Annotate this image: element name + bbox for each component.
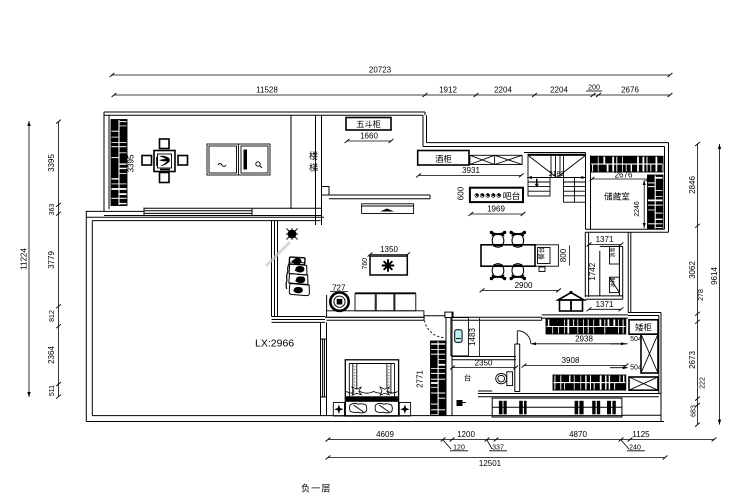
svg-text:2246: 2246 <box>634 201 641 217</box>
svg-text:2676: 2676 <box>621 86 639 95</box>
svg-text:2846: 2846 <box>688 176 697 194</box>
svg-text:矮柜: 矮柜 <box>635 322 652 332</box>
svg-text:梯: 梯 <box>309 162 318 173</box>
svg-text:2900: 2900 <box>515 281 533 290</box>
svg-text:吧台: 吧台 <box>503 190 521 201</box>
svg-text:2204: 2204 <box>494 86 512 95</box>
svg-text:1742: 1742 <box>588 262 597 280</box>
svg-text:2938: 2938 <box>575 334 593 343</box>
svg-text:负一层: 负一层 <box>301 483 332 494</box>
svg-text:消毒: 消毒 <box>610 247 617 257</box>
svg-text:11528: 11528 <box>256 86 278 95</box>
svg-text:3062: 3062 <box>688 261 697 279</box>
svg-text:9614: 9614 <box>710 267 719 285</box>
svg-text:2182: 2182 <box>549 171 565 178</box>
svg-text:2364: 2364 <box>47 346 56 364</box>
svg-text:餐台: 餐台 <box>537 247 546 260</box>
svg-text:2676: 2676 <box>615 170 633 179</box>
svg-text:4609: 4609 <box>376 430 394 439</box>
svg-text:120: 120 <box>453 445 465 452</box>
svg-text:台: 台 <box>464 373 472 383</box>
svg-text:363: 363 <box>49 204 56 216</box>
svg-text:储藏室: 储藏室 <box>604 190 630 201</box>
svg-text:冰箱: 冰箱 <box>610 277 617 287</box>
svg-text:200: 200 <box>588 85 600 92</box>
svg-text:3931: 3931 <box>462 166 480 175</box>
svg-text:1912: 1912 <box>439 86 457 95</box>
svg-text:3908: 3908 <box>562 356 580 365</box>
svg-text:504: 504 <box>630 365 642 372</box>
svg-text:1350: 1350 <box>380 245 398 254</box>
svg-text:酒柜: 酒柜 <box>435 154 452 164</box>
svg-text:3395: 3395 <box>47 154 56 172</box>
svg-text:3395: 3395 <box>127 154 136 172</box>
svg-text:504: 504 <box>630 336 642 343</box>
svg-text:222: 222 <box>700 377 707 389</box>
svg-text:511: 511 <box>49 385 56 396</box>
svg-text:11224: 11224 <box>20 248 29 270</box>
svg-text:2771: 2771 <box>416 370 425 388</box>
svg-text:683: 683 <box>691 405 698 417</box>
svg-text:1371: 1371 <box>596 235 614 244</box>
svg-text:812: 812 <box>49 310 56 322</box>
svg-text:12501: 12501 <box>479 459 502 468</box>
svg-text:1125: 1125 <box>632 430 650 439</box>
svg-text:LX:2966: LX:2966 <box>255 338 294 350</box>
svg-text:760: 760 <box>362 258 369 270</box>
svg-text:20723: 20723 <box>369 66 392 75</box>
svg-text:1200: 1200 <box>457 430 475 439</box>
svg-text:3779: 3779 <box>47 251 56 269</box>
svg-text:楼: 楼 <box>309 150 318 161</box>
svg-text:727: 727 <box>332 283 346 292</box>
svg-text:1660: 1660 <box>360 132 378 141</box>
svg-text:800: 800 <box>559 248 568 262</box>
svg-text:1969: 1969 <box>487 205 505 214</box>
svg-text:2673: 2673 <box>688 351 697 369</box>
svg-text:337: 337 <box>492 445 504 452</box>
svg-text:五斗柜: 五斗柜 <box>356 119 381 129</box>
svg-text:4870: 4870 <box>569 430 587 439</box>
svg-text:600: 600 <box>457 186 466 200</box>
svg-text:1483: 1483 <box>468 328 477 346</box>
svg-text:2204: 2204 <box>550 86 568 95</box>
svg-text:1371: 1371 <box>596 300 614 309</box>
svg-text:240: 240 <box>629 445 641 452</box>
svg-text:2350: 2350 <box>475 358 493 367</box>
svg-text:278: 278 <box>698 289 705 301</box>
